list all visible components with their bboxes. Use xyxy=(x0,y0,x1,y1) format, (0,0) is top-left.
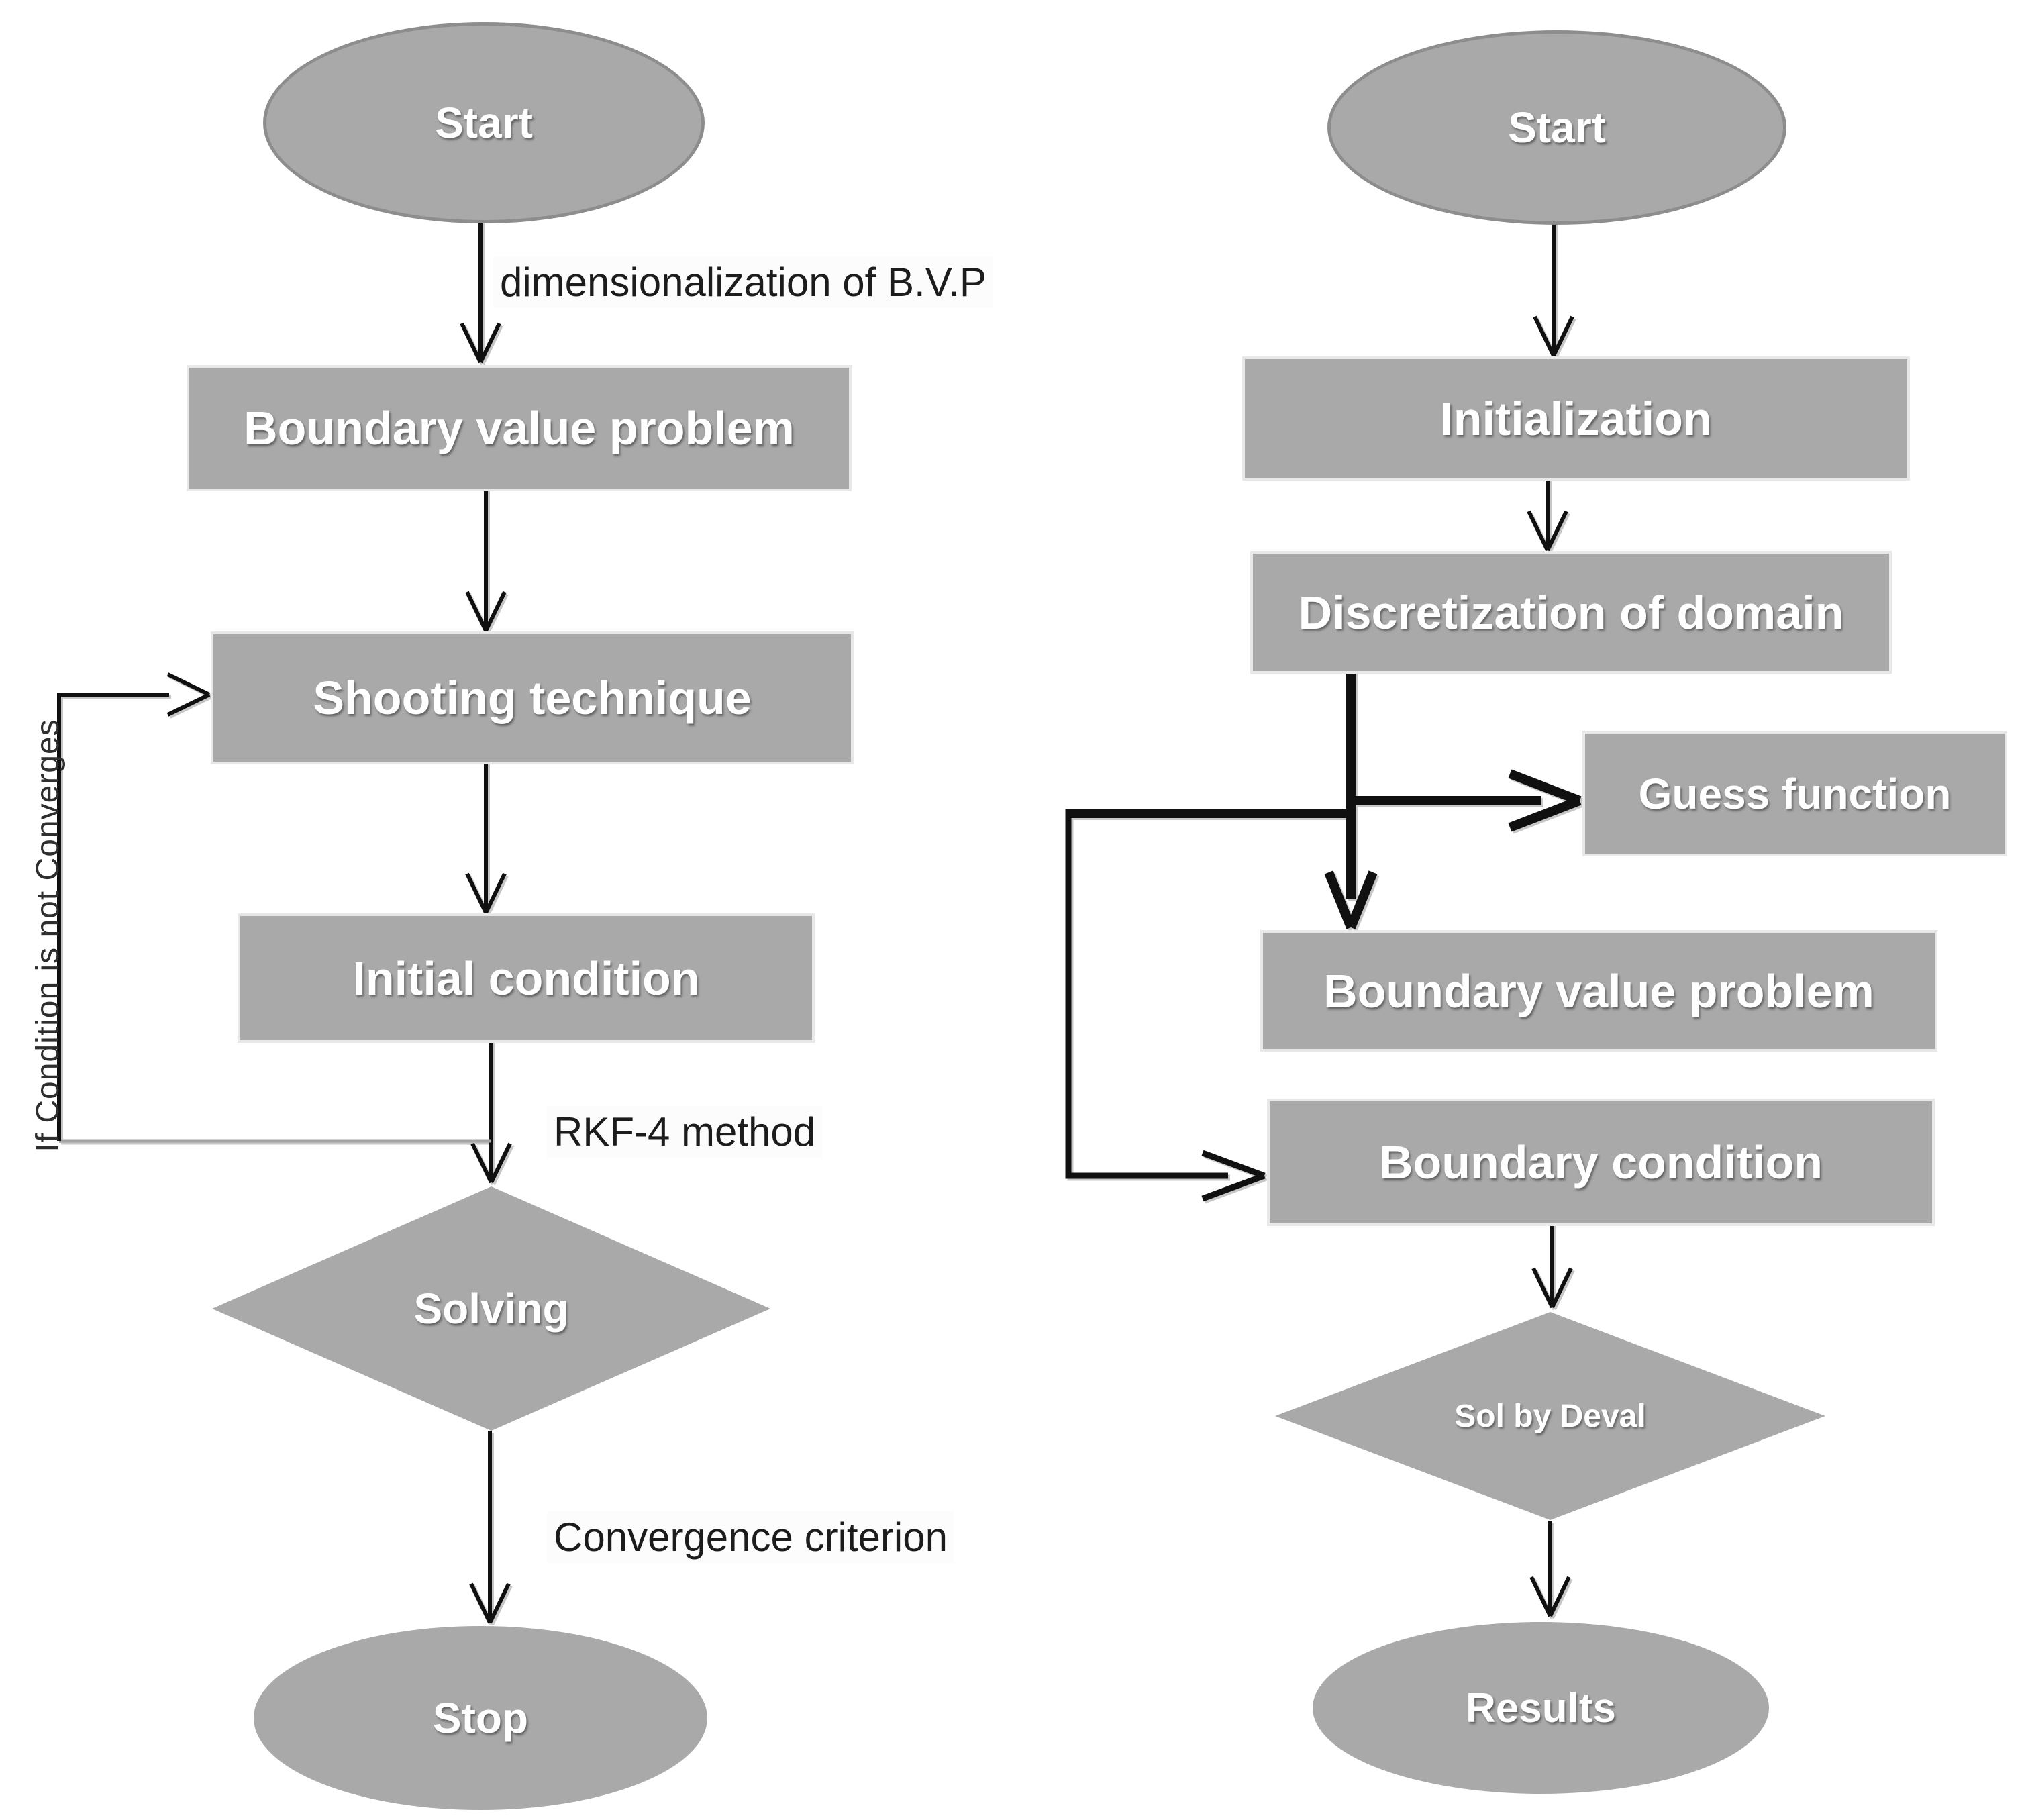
left-initial-condition-node: Initial condition xyxy=(240,916,812,1040)
edge-label-loop-condition: If Condition is not Converges xyxy=(30,719,66,1152)
right-boundary-condition-node: Boundary condition xyxy=(1270,1101,1932,1223)
right-discretization-label: Discretization of domain xyxy=(1298,586,1844,639)
right-results-node: Results xyxy=(1313,1622,1769,1794)
left-bvp-label: Boundary value problem xyxy=(244,402,795,454)
left-shooting-technique-node: Shooting technique xyxy=(213,634,851,762)
right-guess-function-node: Guess function xyxy=(1585,734,2005,854)
right-initialization-label: Initialization xyxy=(1440,392,1712,445)
right-start-label: Start xyxy=(1508,103,1606,152)
edge-label-dimensionalization: dimensionalization of B.V.P xyxy=(493,256,993,308)
left-shooting-label: Shooting technique xyxy=(313,672,752,724)
left-stop-label: Stop xyxy=(432,1694,529,1742)
left-start-label: Start xyxy=(435,99,533,147)
right-boundary-value-problem-node: Boundary value problem xyxy=(1263,933,1935,1049)
right-initialization-node: Initialization xyxy=(1245,359,1907,478)
left-solving-label: Solving xyxy=(413,1284,569,1333)
left-initial-label: Initial condition xyxy=(352,952,700,1005)
left-stop-node: Stop xyxy=(254,1626,707,1810)
right-discretization-node: Discretization of domain xyxy=(1253,554,1889,671)
right-sol-by-deval-label: Sol by Deval xyxy=(1454,1398,1646,1434)
right-guess-label: Guess function xyxy=(1638,769,1952,818)
edge-label-convergence: Convergence criterion xyxy=(547,1511,954,1563)
left-start-node: Start xyxy=(263,22,705,223)
right-results-label: Results xyxy=(1466,1684,1616,1731)
right-start-node: Start xyxy=(1327,30,1786,225)
right-bvp-label: Boundary value problem xyxy=(1323,964,1874,1017)
right-boundary-condition-label: Boundary condition xyxy=(1378,1136,1823,1189)
left-boundary-value-problem-node: Boundary value problem xyxy=(189,368,849,489)
edge-label-rkf4: RKF-4 method xyxy=(547,1106,823,1158)
